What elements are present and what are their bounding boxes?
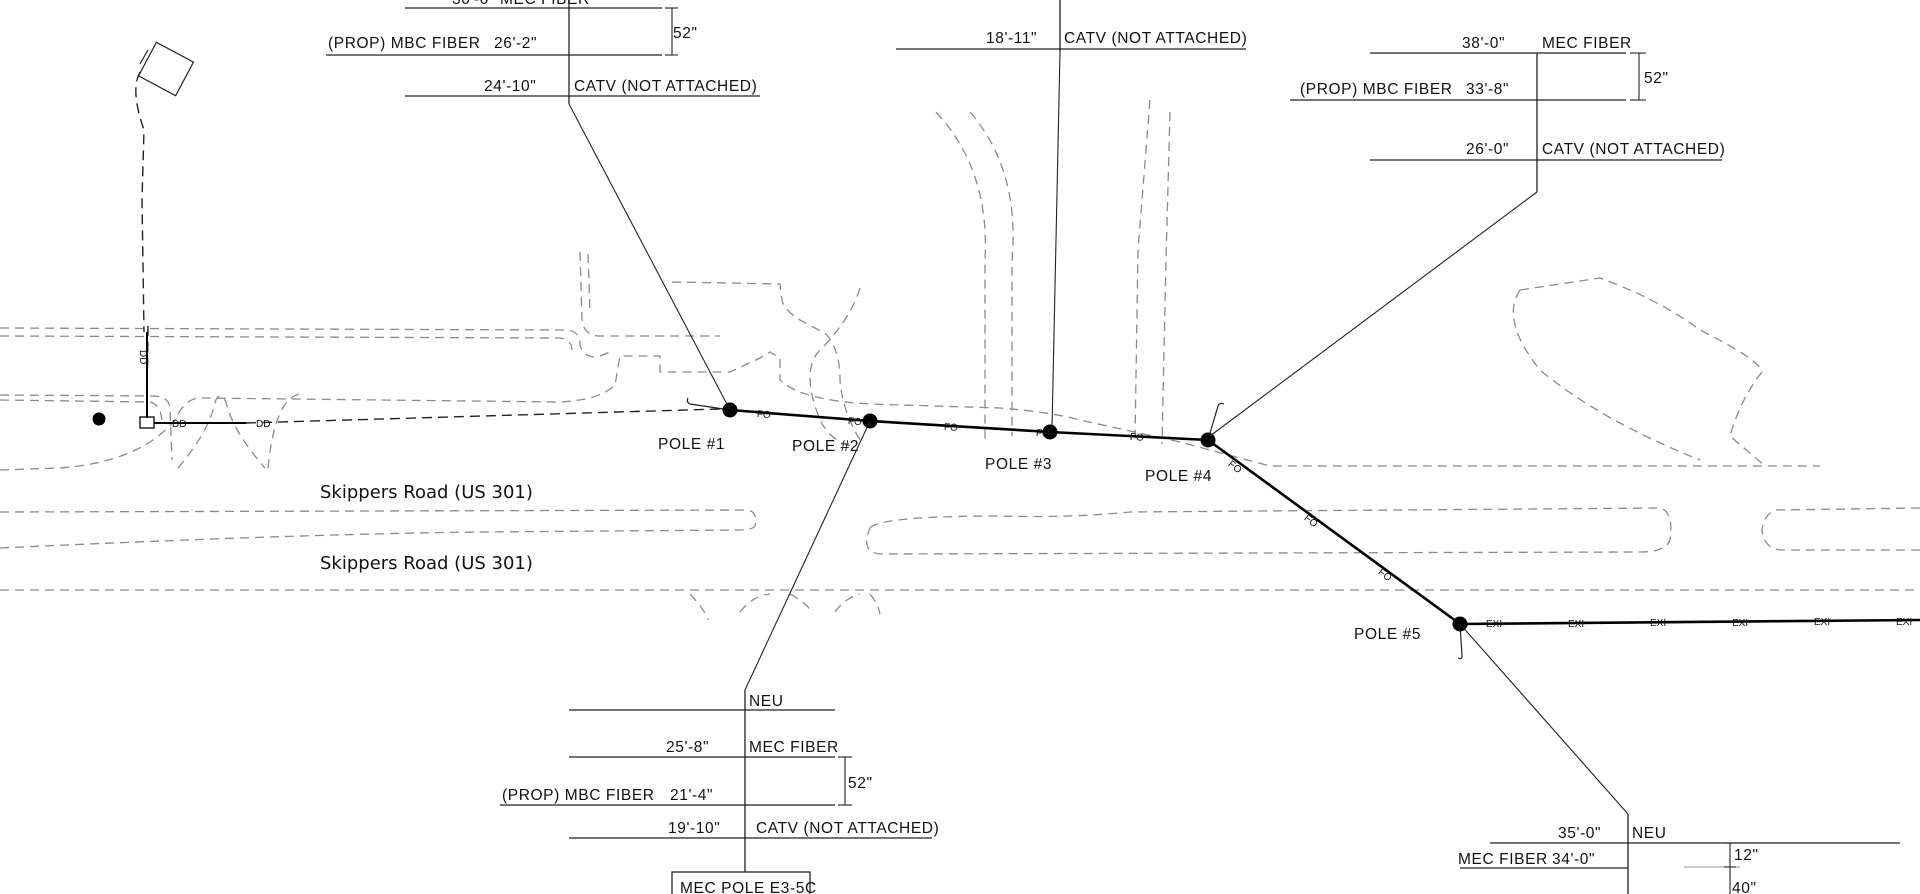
pole1-spacing: 52" [673,25,698,42]
existing-line [1459,618,1920,626]
fiber-main-line [729,408,1209,442]
fo-label-8: FO [1376,567,1394,584]
road-label-south: Skippers Road (US 301) [320,553,533,574]
callout-pole2: NEU 25'-8" MEC FIBER (PROP) MBC FIBER 21… [500,420,939,894]
building-notch-2 [587,253,591,313]
north-property-line [0,327,611,358]
structure-pipe [139,49,149,65]
road-linework [0,71,1920,621]
marker-dot [92,412,106,426]
pole2-prop-label: (PROP) MBC FIBER [502,787,655,804]
east-median [1761,507,1920,551]
pole-label-3: POLE #3 [985,456,1052,473]
pole1-catv-label: CATV (NOT ATTACHED) [574,78,757,95]
pole1-guy [686,397,731,411]
pole2-id: MEC POLE E3-5C [680,880,817,894]
pole4-catv-height: 26'-0" [1466,141,1509,158]
driveway-west [0,394,173,461]
pole2-mec-height: 25'-8" [666,739,709,756]
pole1-top-partial: 30'-0" MEC FIBER [452,0,590,8]
parking-curb [671,281,861,441]
center-median [866,507,1672,555]
exi-label-3: EXI [1650,618,1666,629]
duct-run: DD DD DD [92,332,721,430]
pole4-spacing: 52" [1644,70,1669,87]
exi-label-1: EXI [1486,619,1502,630]
callout-pole3: 18'-11" CATV (NOT ATTACHED) [896,0,1247,429]
pole2-spacing: 52" [848,775,873,792]
fo-label-5: FO [1130,432,1145,444]
pole2-catv-height: 19'-10" [668,820,720,837]
pole2-mec-label: MEC FIBER [749,739,839,756]
pole1-prop-height: 26'-2" [494,35,537,52]
pole-label-1: POLE #1 [658,436,725,453]
fo-label-6: FO [1226,459,1244,476]
pond-outline [1519,277,1766,467]
pole4-dot [1200,432,1216,448]
pole5-spacing-bottom: 40" [1732,880,1757,894]
duct-dashed [245,408,721,424]
building-notch [579,251,720,337]
north-road-edge [0,351,1820,471]
pole3-dot [1042,424,1058,440]
callout-pole4: 38'-0" MEC FIBER (PROP) MBC FIBER 33'-8"… [1209,35,1725,437]
fo-label-2: FO [847,416,862,428]
pole4-prop-height: 33'-8" [1466,81,1509,98]
duct-label-2: DD [256,419,270,430]
road-label-north: Skippers Road (US 301) [320,482,533,503]
callout-pole5: 35'-0" NEU MEC FIBER 34'-0" 12" 40" [1458,623,1900,894]
pole5-neu-height: 35'-0" [1558,825,1601,842]
side-street-a [1134,99,1151,441]
fo-label-7: FO [1302,513,1320,530]
fiber-diagonal [1207,438,1461,626]
driveway-curb-b [969,111,1014,436]
pole2-catv-label: CATV (NOT ATTACHED) [756,820,939,837]
callout-pole1: 30'-0" MEC FIBER (PROP) MBC FIBER 26'-2"… [326,0,760,411]
pole-label-5: POLE #5 [1354,626,1421,643]
pole5-guy [1457,623,1463,660]
exi-label-4: EXI [1732,618,1748,629]
side-street-b [1161,111,1171,445]
pole4-mec-height: 38'-0" [1462,35,1505,52]
pole1-prop-label: (PROP) MBC FIBER [328,35,481,52]
pole5-mec-label: MEC FIBER [1458,851,1548,868]
west-median [0,509,757,549]
pole3-catv-height: 18'-11" [986,30,1037,47]
fiber-run: FO FO FO FO FO FO FO FO EXI EXI EXI EXI … [686,397,1920,660]
parking-curb-2 [809,287,861,447]
pole2-id-box [671,871,811,894]
driveway-curb-a [935,111,987,440]
pole-label-2: POLE #2 [792,438,859,455]
duct-label-1: DD [172,419,186,430]
exi-label-6: EXI [1896,617,1912,628]
fo-label-4: FO [1036,428,1051,440]
fo-label-1: FO [756,409,771,421]
pond-outline-2 [1512,289,1701,461]
fo-label-3: FO [944,422,959,434]
pole4-guy [1207,402,1225,441]
driveway-east-curb [267,393,301,469]
south-driveways [689,593,881,621]
structure-box [137,41,195,97]
pole2-neu-label: NEU [749,693,784,710]
pole3-catv-label: CATV (NOT ATTACHED) [1064,30,1247,47]
pole-label-4: POLE #4 [1145,468,1212,485]
pole2-prop-height: 21'-4" [670,787,713,804]
pole1-catv-height: 24'-10" [484,78,536,95]
median-island [177,395,266,469]
pole4-catv-label: CATV (NOT ATTACHED) [1542,141,1725,158]
driveway-west-2 [0,399,163,421]
service-drop-line [135,71,145,333]
north-property-line-2 [0,335,573,351]
pole4-mec-label: MEC FIBER [1542,35,1632,52]
exi-label-2: EXI [1568,619,1584,630]
exi-label-5: EXI [1814,617,1830,628]
pole4-prop-label: (PROP) MBC FIBER [1300,81,1453,98]
pole5-spacing-top: 12" [1734,847,1759,864]
pole5-mec-height: 34'-0" [1552,851,1595,868]
pole5-neu-label: NEU [1632,825,1667,842]
handhole-box [139,416,155,429]
duct-label-3: DD [137,350,148,364]
